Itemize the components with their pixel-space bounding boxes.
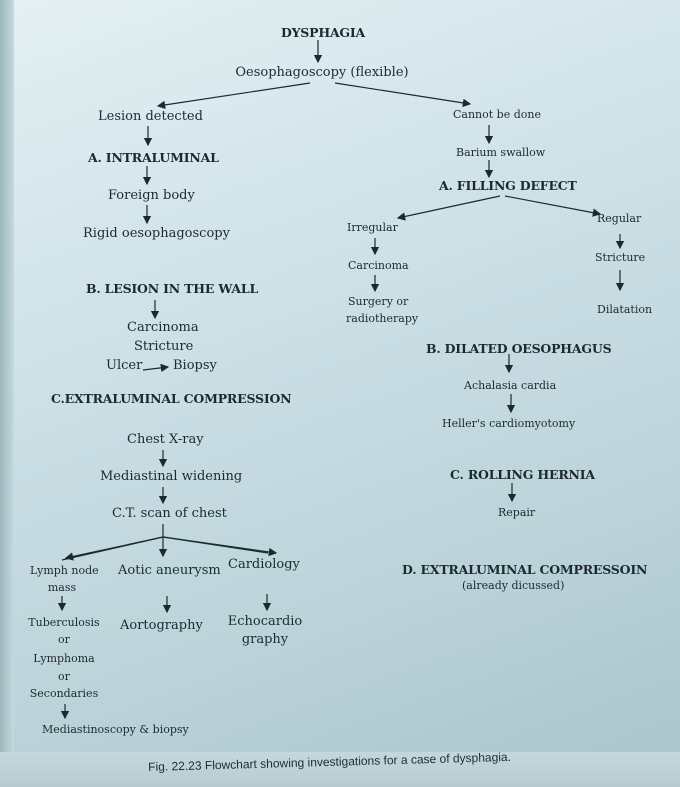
left-b-carcinoma: Carcinoma [127, 320, 199, 335]
right-regular: Regular [597, 212, 642, 225]
left-c-ct-scan: C.T. scan of chest [112, 506, 227, 521]
title-dysphagia: DYSPHAGIA [280, 25, 366, 40]
left-b-biopsy: Biopsy [173, 358, 217, 373]
left-b-heading: B. LESION IN THE WALL [86, 281, 259, 296]
right-branch-label: Cannot be done [453, 108, 541, 121]
arrow-to-cannot-be-done [334, 82, 472, 108]
arrow-to-irregular [396, 195, 501, 221]
left-a-step-1: Foreign body [108, 188, 195, 203]
right-c-heading: C. ROLLING HERNIA [450, 467, 595, 482]
right-regular-dilatation: Dilatation [597, 303, 653, 316]
cardio-label: Cardiology [228, 557, 300, 572]
right-irregular: Irregular [347, 221, 398, 234]
right-barium-swallow: Barium swallow [456, 146, 546, 159]
lymph-end-mediastinoscopy: Mediastinoscopy & biopsy [42, 723, 189, 736]
left-a-heading: A. INTRALUMINAL [88, 150, 219, 165]
page-gutter [0, 0, 14, 787]
left-c-heading: C.EXTRALUMINAL COMPRESSION [51, 391, 292, 406]
right-regular-stricture: Stricture [595, 251, 646, 264]
right-b-heading: B. DILATED OESOPHAGUS [426, 341, 612, 356]
right-c-repair: Repair [498, 506, 536, 519]
arrow-ct-to-cardiology [162, 536, 278, 557]
arrow-to-lesion-detected [156, 82, 311, 110]
right-irregular-carcinoma: Carcinoma [348, 259, 409, 272]
lymph-sub-tuberculosis: Tuberculosis [28, 616, 100, 629]
cardio-end-line-1: Echocardio [227, 614, 303, 629]
left-b-ulcer: Ulcer [106, 358, 143, 373]
caption-strip [0, 752, 680, 787]
left-c-widening: Mediastinal widening [100, 469, 243, 484]
arrow-ct-to-lymph [64, 536, 164, 561]
aortic-end-aortography: Aortography [120, 618, 203, 633]
right-a-heading: A. FILLING DEFECT [439, 178, 577, 193]
right-irregular-end-1: Surgery or [348, 295, 409, 308]
right-d-note: (already dicussed) [462, 579, 565, 592]
arrow-to-regular [504, 195, 602, 217]
lymph-sub-lymphoma: Lymphoma [33, 652, 95, 665]
left-branch-label: Lesion detected [98, 109, 203, 124]
aortic-label: Aotic aneurysm [118, 563, 221, 578]
right-irregular-end-2: radiotherapy [346, 312, 419, 325]
right-b-heller: Heller's cardiomyotomy [442, 417, 576, 430]
left-a-step-2: Rigid oesophagoscopy [83, 226, 230, 241]
left-b-stricture: Stricture [134, 339, 194, 354]
arrow-ulcer-to-biopsy [142, 363, 170, 373]
lymph-sub-or-2: or [58, 670, 70, 683]
cardio-end-line-2: graphy [241, 632, 289, 647]
lymph-node-line-1: Lymph node [30, 564, 99, 577]
left-c-chest-xray: Chest X-ray [127, 432, 204, 447]
root-step-oesophagoscopy: Oesophagoscopy (flexible) [235, 65, 409, 80]
right-d-heading: D. EXTRALUMINAL COMPRESSOIN [402, 562, 648, 577]
lymph-sub-secondaries: Secondaries [29, 687, 99, 700]
lymph-node-line-2: mass [47, 581, 77, 594]
lymph-sub-or-1: or [58, 633, 70, 646]
right-b-achalasia: Achalasia cardia [464, 379, 557, 392]
